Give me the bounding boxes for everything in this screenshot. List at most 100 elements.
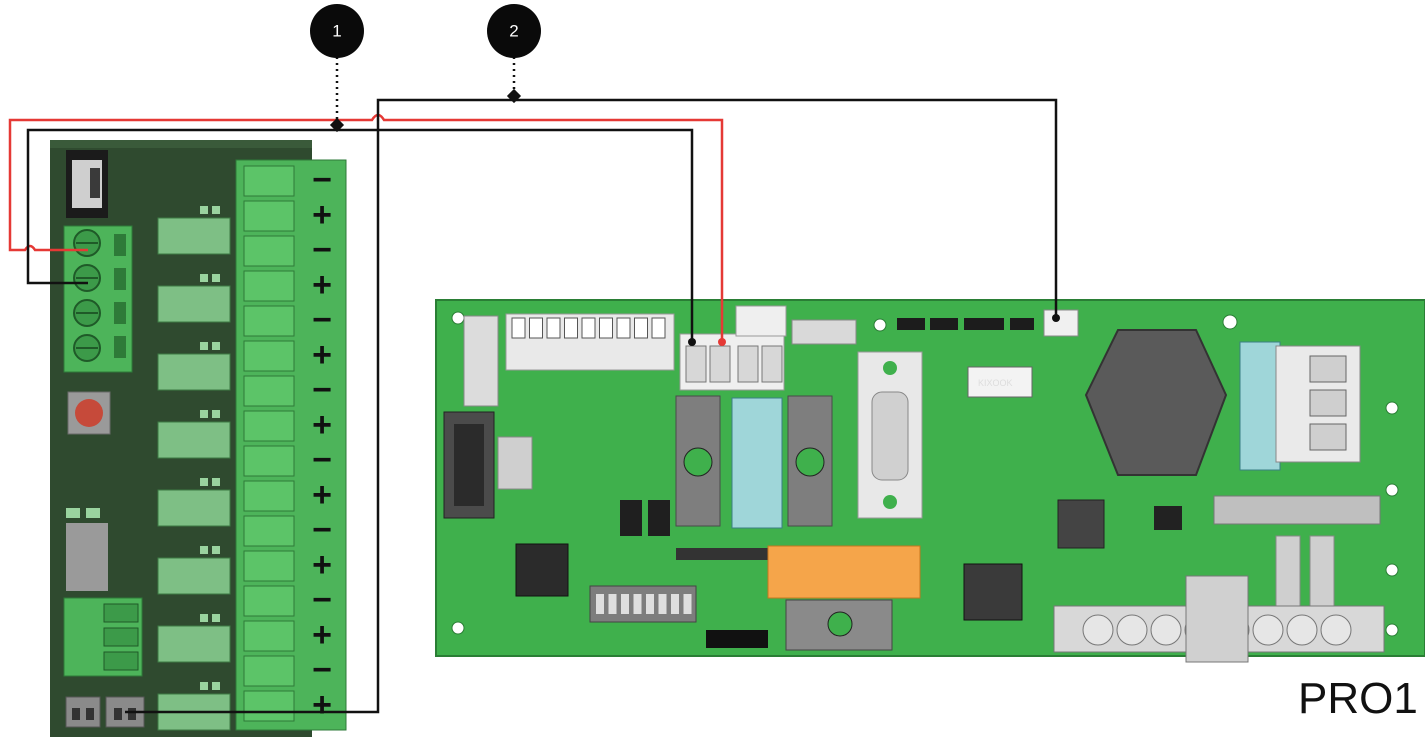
plus-sign: + — [312, 406, 332, 444]
terminal-key — [616, 317, 631, 339]
terminal-screw — [1150, 614, 1182, 646]
dip-key — [608, 594, 617, 614]
terminal-cell — [243, 515, 295, 547]
connector-2pin-a — [65, 696, 101, 728]
relay — [157, 353, 231, 391]
callout-2: 2 — [487, 4, 541, 104]
grey-component — [66, 523, 108, 591]
mount-hole — [1385, 623, 1399, 637]
callout-2-number: 2 — [509, 22, 518, 41]
callout-1: 1 — [310, 4, 364, 133]
power-inductor — [1057, 499, 1105, 549]
minus-sign: − — [312, 301, 332, 339]
svg-text:KIXOOK: KIXOOK — [978, 378, 1013, 388]
relay-column — [157, 206, 231, 731]
relay — [157, 285, 231, 323]
plus-sign: + — [312, 476, 332, 514]
minus-sign: − — [312, 161, 332, 199]
relay — [157, 625, 231, 663]
plus-sign: + — [312, 616, 332, 654]
terminal-key — [634, 317, 648, 339]
mount-hole — [451, 621, 465, 635]
terminal-cell — [243, 480, 295, 512]
optocoupler-1 — [620, 500, 642, 536]
dip-switch — [589, 585, 697, 623]
terminal-cell — [243, 585, 295, 617]
microcontroller — [515, 543, 569, 597]
terminal-key — [599, 317, 613, 339]
power-connector-right — [1239, 341, 1281, 471]
terminal-screw — [1252, 614, 1284, 646]
terminal-cell — [243, 445, 295, 477]
mount-hole — [451, 311, 465, 325]
jumper-pin — [90, 168, 100, 198]
wire-black-single — [125, 98, 1058, 714]
minus-sign: − — [312, 371, 332, 409]
terminal-cell — [243, 165, 295, 197]
plus-sign: + — [312, 686, 332, 724]
dip-key — [671, 594, 679, 614]
heatsink-bar — [1213, 495, 1381, 525]
mount-hole — [1385, 401, 1399, 415]
terminal-key — [651, 317, 666, 339]
plus-sign: + — [312, 196, 332, 234]
mosfet — [963, 563, 1023, 621]
expansion-board: −+−+−+−+−+−+−+−+ — [50, 140, 347, 737]
terminal-key — [546, 317, 561, 339]
optocoupler-2 — [648, 500, 670, 536]
relay — [157, 489, 231, 527]
terminal-cell — [243, 200, 295, 232]
blue-relay — [731, 397, 783, 529]
board-label: PRO1 — [1298, 674, 1418, 723]
terminal-cell — [243, 655, 295, 687]
callout-1-number: 1 — [332, 22, 341, 41]
dip-key — [683, 594, 692, 614]
expansion-board-edge — [50, 140, 312, 148]
reset-button-cap — [75, 399, 103, 427]
mount-hole — [1222, 314, 1238, 330]
terminal-cell — [243, 620, 295, 652]
minus-sign: − — [312, 231, 332, 269]
minus-sign: − — [312, 651, 332, 689]
mount-hole — [873, 318, 887, 332]
pin-header-vertical — [463, 315, 499, 407]
minus-sign: − — [312, 441, 332, 479]
terminal-cell — [243, 550, 295, 582]
minus-sign: − — [312, 581, 332, 619]
terminal-cell — [243, 375, 295, 407]
plus-sign: + — [312, 546, 332, 584]
dip-key — [646, 594, 654, 614]
wire-black-1 — [26, 128, 694, 342]
wire-red — [8, 113, 724, 342]
wire-pair-red-black — [8, 113, 724, 342]
terminal-key — [529, 317, 543, 339]
fan-connector — [1043, 309, 1079, 337]
controller-board: KIXOOK — [435, 299, 1425, 663]
battery-cell — [1084, 329, 1228, 476]
wire-black-2 — [125, 98, 1058, 714]
plus-sign: + — [312, 336, 332, 374]
mount-hole — [1385, 563, 1399, 577]
small-header — [497, 436, 533, 490]
mount-hole — [1385, 483, 1399, 497]
relay — [157, 557, 231, 595]
dip-key — [658, 594, 667, 614]
terminal-cell — [243, 690, 295, 722]
dip-key — [596, 594, 604, 614]
terminal-screw — [1116, 614, 1148, 646]
terminal-key — [564, 317, 578, 339]
relay — [157, 217, 231, 255]
terminal-cell — [243, 235, 295, 267]
terminal-cell — [243, 410, 295, 442]
relay — [157, 421, 231, 459]
header-5pin — [791, 319, 857, 345]
dip-key — [633, 594, 642, 614]
terminal-screw — [1286, 614, 1318, 646]
ic-chip — [967, 366, 1033, 398]
dip-key — [621, 594, 629, 614]
terminal-key — [511, 317, 526, 339]
terminal-cell — [243, 340, 295, 372]
terminal-key — [581, 317, 596, 339]
orange-relay — [767, 545, 921, 599]
